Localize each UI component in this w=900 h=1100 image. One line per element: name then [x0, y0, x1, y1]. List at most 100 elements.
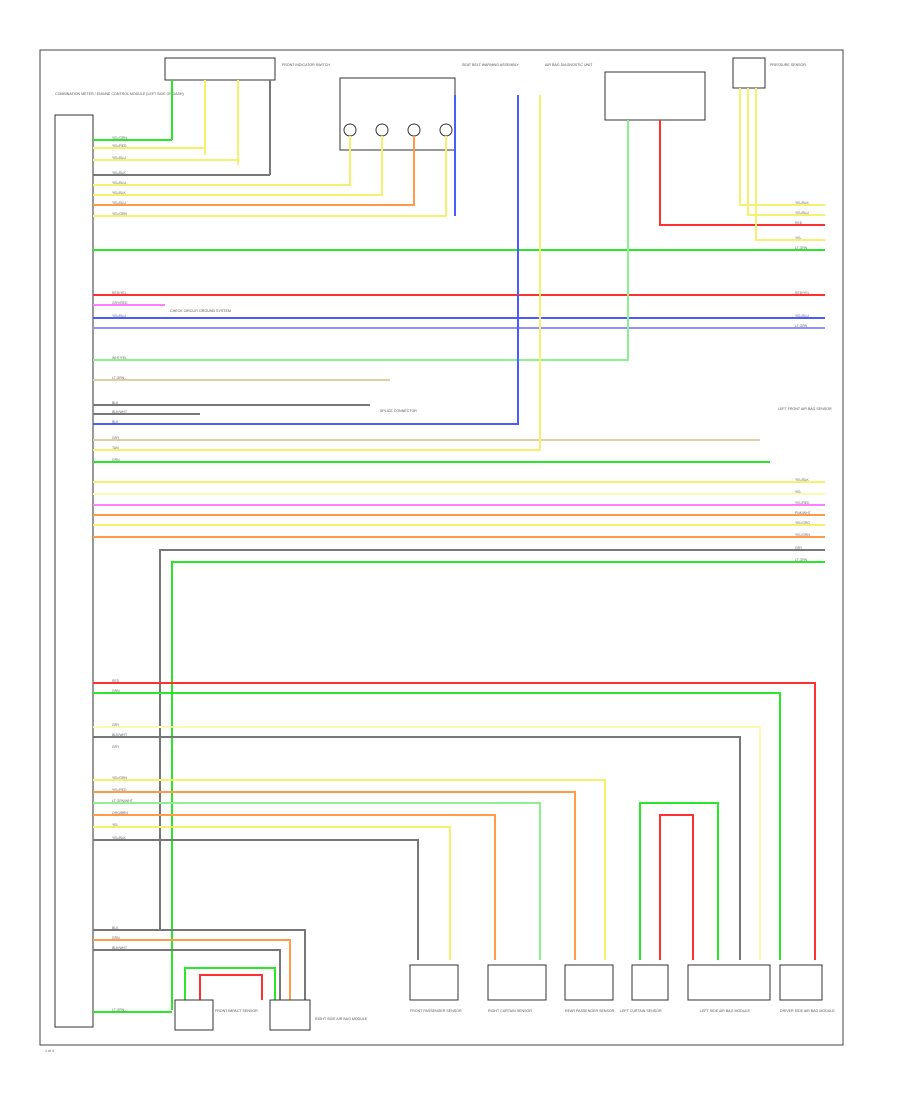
- wire: [659, 814, 694, 960]
- wire-label-gray-2: BLK: [112, 420, 119, 424]
- sensor-6-label: LEFT CURTAIN SENSOR: [620, 1009, 662, 1013]
- wire: [93, 814, 496, 960]
- mid-note-1: CHECK CIRCUIT GROUND SYSTEM: [170, 309, 231, 313]
- wire-label-upper-7: YEL/GRN: [112, 212, 127, 216]
- diagram-frame: [39, 49, 844, 1046]
- wire: [93, 929, 306, 1000]
- control-module-label: COMBINATION METER / ENGINE CONTROL MODUL…: [55, 92, 184, 96]
- wire: [93, 95, 541, 451]
- bottom-wires: [93, 779, 719, 1013]
- upper-right-wires: [93, 88, 825, 251]
- wire: [93, 826, 451, 960]
- lower-wires: [93, 682, 816, 960]
- wire-label-mid-1: GRY/RED: [112, 301, 128, 305]
- wire-label-bottom-7: GRN: [112, 936, 120, 940]
- wire-label-lower-2: GRY: [112, 723, 120, 727]
- wire: [739, 88, 825, 206]
- wire-label-bottom-9: LT GRN: [112, 1008, 125, 1012]
- bundle-wires: [93, 481, 825, 1010]
- wire-label-bundle-7: LT GRN: [795, 558, 808, 562]
- wire-label-upper-4: YEL/BLU: [112, 181, 126, 185]
- sensor-3-box: [409, 964, 459, 1001]
- wire: [639, 802, 719, 960]
- sensor-6-box: [631, 964, 669, 1001]
- sensor-1-label: FRONT IMPACT SENSOR: [215, 1009, 258, 1013]
- wire: [93, 136, 415, 206]
- wire-label-ur-4: LT GRN: [795, 246, 808, 250]
- wire: [755, 88, 825, 241]
- wire: [93, 95, 519, 425]
- sensor-4-label: RIGHT CURTAIN SENSOR: [488, 1009, 532, 1013]
- wire-label-mr-1: YEL/BLU: [795, 314, 809, 318]
- wire: [171, 561, 825, 1010]
- lamp-1: [343, 123, 357, 137]
- wire-label-mr-2: LT GRN: [795, 324, 808, 328]
- wire-label-bottom-2: LT GRN/WHT: [112, 799, 133, 803]
- wire-label-mid-3: WHT/YEL: [112, 356, 127, 360]
- wire-label-upper-0: YEL/GRN: [112, 136, 127, 140]
- wire-label-upper-2: YEL/BLU: [112, 156, 126, 160]
- wire-label-lower-4: GRY: [112, 745, 120, 749]
- top-module-1-pins: [171, 80, 271, 175]
- sensor-7-label: LEFT SIDE AIR BAG MODULE: [700, 1009, 750, 1013]
- wire: [93, 839, 419, 960]
- wire-label-ur-0: YEL/BLK: [795, 201, 809, 205]
- sensor-8-label: DRIVER SIDE AIR BAG MODULE: [780, 1009, 835, 1013]
- wire-label-bottom-1: YEL/RED: [112, 788, 127, 792]
- sensor-2-box: [269, 999, 311, 1031]
- wire-label-ur-1: YEL/BLU: [795, 211, 809, 215]
- wire-label-ur-3: YEL: [795, 236, 802, 240]
- wire-label-bottom-3: ORG/BRN: [112, 811, 128, 815]
- wire-label-upper-5: YEL/BLK: [112, 191, 126, 195]
- wire: [199, 974, 263, 1000]
- wire-label-upper-3: YEL/BLK: [112, 171, 126, 175]
- wire-label-bundle-1: YEL: [795, 490, 802, 494]
- wire-label-gray-3: GRY: [112, 436, 120, 440]
- wire-label-gray-0: BLK: [112, 401, 119, 405]
- wire: [184, 967, 276, 1000]
- wire-label-lower-0: RED: [112, 679, 120, 683]
- lamp-4: [439, 123, 453, 137]
- top-module-2-box: [339, 77, 456, 151]
- wire: [93, 692, 781, 960]
- sensor-5-box: [564, 964, 614, 1001]
- control-module-box: [54, 114, 94, 1028]
- sensor-5-label: REAR PASSENGER SENSOR: [565, 1009, 615, 1013]
- wire: [93, 682, 816, 960]
- wire-label-upper-6: YEL/BLU: [112, 201, 126, 205]
- wire-label-bottom-6: BLK: [112, 926, 119, 930]
- wire-label-bundle-3: PNK/WHT: [795, 511, 811, 515]
- wire-label-bottom-8: BLK/WHT: [112, 946, 127, 950]
- wire: [747, 88, 825, 216]
- sensor-8-box: [779, 964, 823, 1001]
- wire-label-bundle-6: GRY: [795, 546, 803, 550]
- wire: [93, 736, 741, 960]
- wire-label-bottom-0: YEL/GRN: [112, 776, 127, 780]
- top-module-1-label: FRONT INDICATOR SWITCH: [282, 63, 330, 67]
- wire-label-bundle-5: YEL/GRN: [795, 533, 810, 537]
- wire: [93, 791, 576, 960]
- wire: [93, 120, 629, 361]
- middle-wires: [93, 120, 825, 381]
- wire: [93, 939, 291, 1000]
- wire: [93, 136, 351, 186]
- wire-label-bundle-0: YEL/BLK: [795, 478, 809, 482]
- sensor-4-box: [487, 964, 547, 1001]
- wire-label-mid-0: RED/YEL: [112, 291, 127, 295]
- wire-label-mid-2: YEL/BLU: [112, 314, 126, 318]
- gray-group-wires: [93, 95, 770, 463]
- top-module-3-label: AIR BAG DIAGNOSTIC UNIT: [545, 63, 593, 67]
- wire-label-bundle-4: YEL/ORG: [795, 521, 810, 525]
- top-module-2-label: SEAT BELT WARNING ASSEMBLY: [462, 63, 519, 67]
- mid-note-2: SPLICE CONNECTOR: [380, 409, 417, 413]
- wire-label-bottom-5: YEL/BLK: [112, 836, 126, 840]
- top-module-1-box: [164, 57, 276, 81]
- sensor-2-label: RIGHT SIDE AIR BAG MODULE: [315, 1017, 368, 1021]
- wire-label-lower-1: GRN: [112, 689, 120, 693]
- page-reference: 1 of 4: [45, 1049, 54, 1053]
- wire-label-gray-5: GRN: [112, 458, 120, 462]
- wire: [93, 802, 541, 960]
- wire: [93, 136, 447, 217]
- sensor-boxes: FRONT IMPACT SENSOR RIGHT SIDE AIR BAG M…: [174, 964, 835, 1031]
